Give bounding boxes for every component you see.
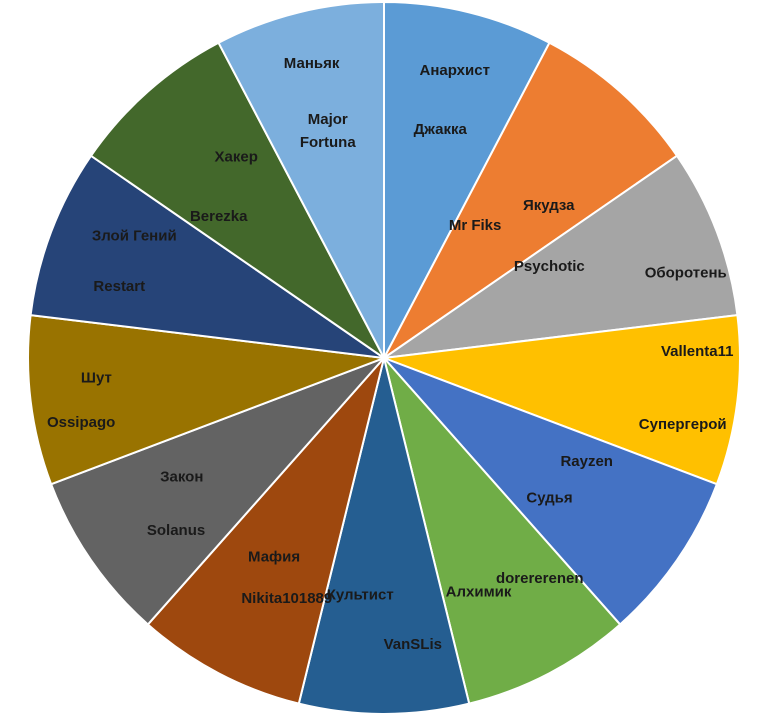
slice-player-label: Berezka bbox=[190, 208, 248, 225]
slice-player-label: dorererenen bbox=[496, 570, 584, 587]
pie-slice bbox=[217, 0, 385, 359]
pie-slice bbox=[383, 154, 739, 359]
slice-role-label: Оборотень bbox=[645, 265, 727, 282]
pie-slice bbox=[89, 41, 385, 359]
pie-slice bbox=[297, 357, 471, 715]
pie-slice bbox=[146, 357, 385, 705]
slice-role-label: Культист bbox=[327, 586, 394, 603]
pie-slices bbox=[27, 0, 741, 715]
slice-player-label: Restart bbox=[93, 278, 145, 295]
slice-player-label: Rayzen bbox=[560, 453, 613, 470]
slice-role-label: Злой Гений bbox=[92, 228, 177, 245]
slice-role-label: Якудза bbox=[523, 197, 575, 214]
pie-slice bbox=[383, 357, 719, 626]
slice-role-label: Хакер bbox=[215, 148, 258, 165]
pie-slice bbox=[383, 313, 741, 486]
pie-slice bbox=[383, 357, 622, 705]
slice-player-label: Solanus bbox=[147, 522, 205, 539]
slice-role-label: Судья bbox=[526, 490, 572, 507]
slice-role-label: Закон bbox=[160, 469, 203, 486]
slice-role-label: Маньяк bbox=[284, 55, 340, 72]
pie-slice bbox=[383, 41, 679, 359]
slice-player-label: Nikita101889 bbox=[241, 590, 332, 607]
slice-player-label: Ossipago bbox=[47, 414, 115, 431]
pie-slice bbox=[29, 154, 385, 359]
slice-role-label: Анархист bbox=[419, 62, 489, 79]
slice-role-label: Супергерой bbox=[639, 416, 727, 433]
slice-player-label: VanSLis bbox=[384, 636, 442, 653]
slice-player-label: Vallenta11 bbox=[661, 343, 734, 360]
slice-role-label: Алхимик bbox=[446, 583, 512, 600]
slice-player-label: Джакка bbox=[414, 121, 468, 138]
slice-player-label: Psychotic bbox=[514, 258, 585, 275]
pie-slice bbox=[383, 0, 551, 359]
pie-slice bbox=[27, 313, 385, 486]
pie-slice bbox=[49, 357, 385, 626]
slice-role-label: Шут bbox=[81, 369, 112, 386]
slice-role-label: Мафия bbox=[248, 549, 300, 566]
slice-player-label: Mr Fiks bbox=[449, 217, 502, 234]
